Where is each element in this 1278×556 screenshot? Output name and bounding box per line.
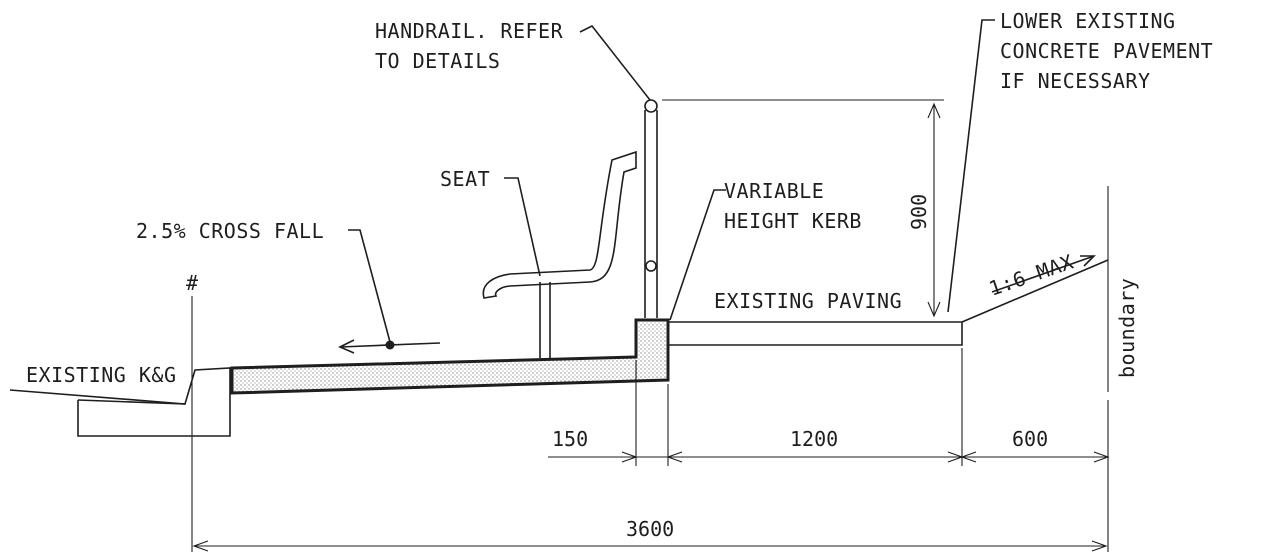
dim-text-600: 600 xyxy=(1012,427,1048,451)
dim-3600 xyxy=(192,540,1108,552)
label-seat: SEAT xyxy=(440,167,490,191)
existing-paving-slab xyxy=(668,259,1109,346)
label-existing-kg: EXISTING K&G xyxy=(26,363,177,387)
label-boundary: boundary xyxy=(1115,278,1139,378)
dim-900 xyxy=(662,99,944,318)
label-hash: # xyxy=(186,271,199,295)
concrete-slab xyxy=(230,318,670,395)
dim-text-1200: 1200 xyxy=(790,427,838,451)
leader-lines xyxy=(348,19,1096,343)
label-handrail-2: TO DETAILS xyxy=(375,49,500,73)
label-variable-kerb-2: HEIGHT KERB xyxy=(724,209,862,233)
dim-text-3600: 3600 xyxy=(626,517,674,541)
label-variable-kerb-1: VARIABLE xyxy=(724,179,824,203)
dim-text-150: 150 xyxy=(552,427,588,451)
cross-fall-arrow xyxy=(338,339,441,354)
label-handrail-1: HANDRAIL. REFER xyxy=(375,19,564,43)
label-lower-existing-2: CONCRETE PAVEMENT xyxy=(1000,39,1213,63)
dim-row-upper xyxy=(548,348,1110,466)
label-existing-paving: EXISTING PAVING xyxy=(714,289,902,313)
label-lower-existing-1: LOWER EXISTING xyxy=(1000,9,1176,33)
existing-kerb-gutter xyxy=(9,367,231,437)
label-cross-fall: 2.5% CROSS FALL xyxy=(136,219,324,243)
seat xyxy=(482,150,637,358)
handrail xyxy=(644,99,658,318)
label-lower-existing-3: IF NECESSARY xyxy=(1000,69,1151,93)
dim-text-900: 900 xyxy=(907,194,931,230)
